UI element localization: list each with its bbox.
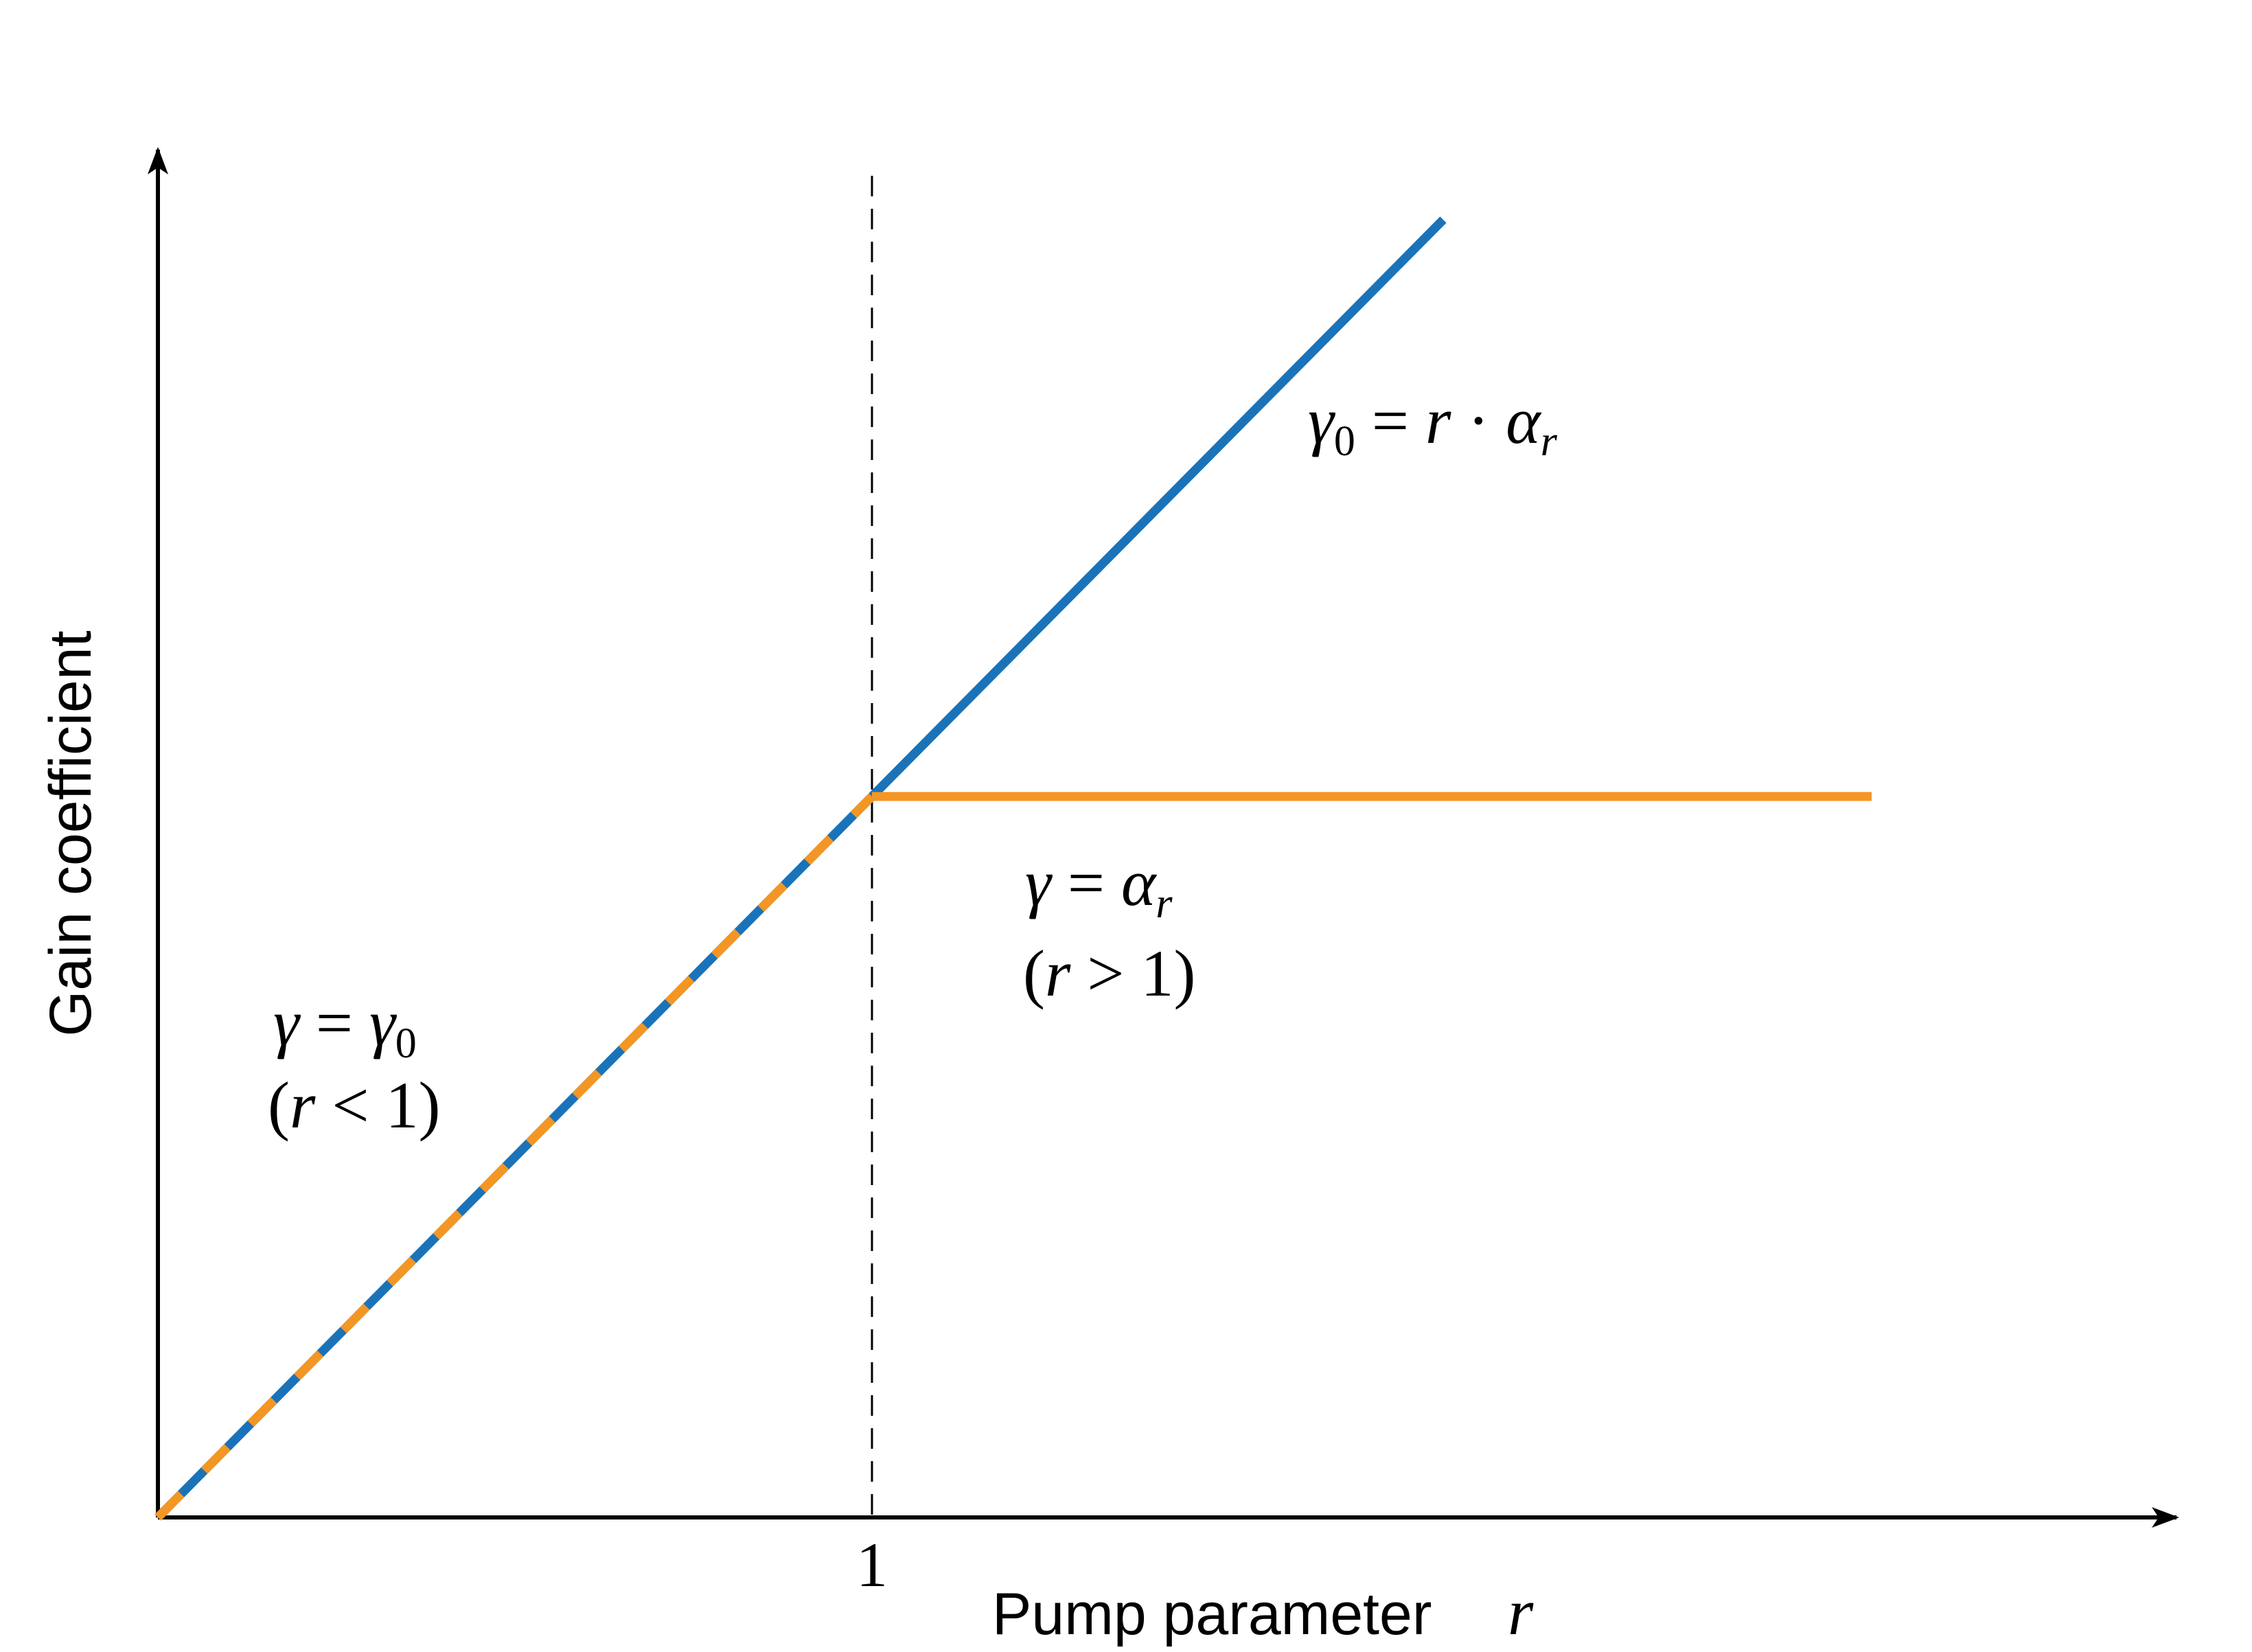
below-threshold-condition: (r < 1) — [268, 1068, 440, 1142]
series-layer — [154, 216, 1872, 1521]
above-threshold-condition: (r > 1) — [1023, 937, 1195, 1010]
x-axis-label: Pump parameter — [992, 1581, 1432, 1647]
below-threshold-equation: γ = γ0 — [273, 986, 417, 1067]
above-threshold-equation: γ = αr — [1025, 846, 1173, 927]
x-tick-labels: 1 — [856, 1530, 888, 1600]
x-axis-variable: r — [1508, 1575, 1534, 1649]
y-axis-label: Gain coefficient — [38, 630, 104, 1036]
x-tick-label: 1 — [856, 1530, 888, 1600]
gamma0-equation: γ0 = r · αr — [1308, 384, 1558, 465]
